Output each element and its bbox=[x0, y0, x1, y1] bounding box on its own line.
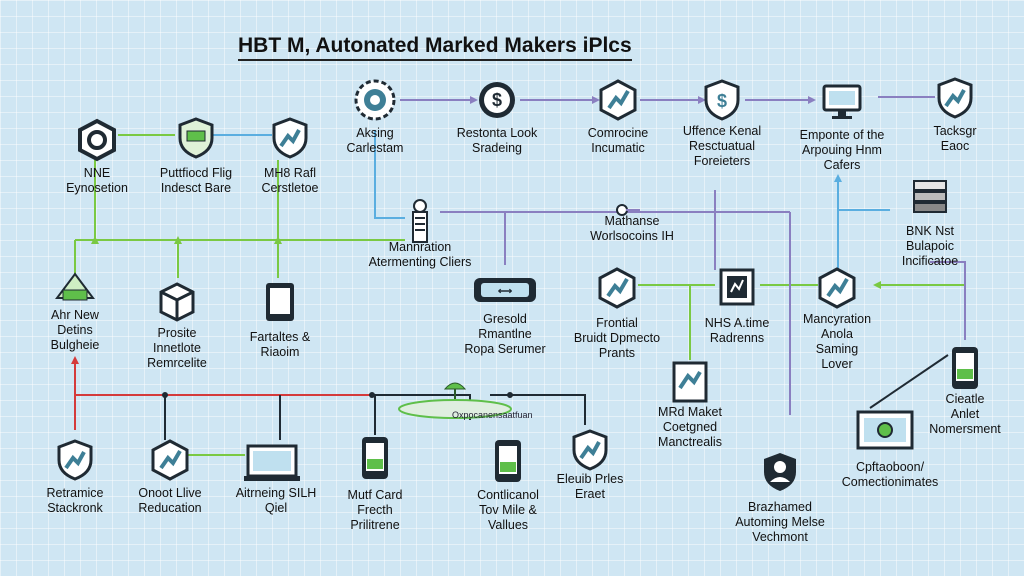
cube-icon bbox=[155, 280, 199, 331]
arrowhead bbox=[834, 174, 842, 182]
svg-text:⟷: ⟷ bbox=[498, 286, 513, 297]
shield-chart-icon bbox=[53, 438, 97, 489]
node-label-gresold: Gresold Rmantlne Ropa Serumer bbox=[464, 312, 546, 356]
arrowhead bbox=[698, 96, 706, 104]
shield-green-icon bbox=[174, 116, 218, 167]
node-label-eleuib: Eleuib Prles Eraet bbox=[556, 472, 624, 501]
shield-chart-icon bbox=[568, 428, 612, 479]
phone-icon bbox=[486, 438, 530, 489]
node-label-aksing: Aksing Carlestam bbox=[346, 126, 404, 155]
router-icon: ⟷ bbox=[471, 268, 539, 319]
gear-badge-icon bbox=[353, 78, 397, 129]
tablet-icon bbox=[258, 280, 302, 331]
junction-dot bbox=[369, 392, 375, 398]
phone-icon bbox=[353, 435, 397, 486]
node-label-comrocine: Comrocine Incumatic bbox=[587, 126, 649, 155]
node-label-contlicanol: Contlicanol Tov Mile & Vallues bbox=[477, 488, 539, 532]
arrowhead bbox=[174, 236, 182, 244]
red-loop bbox=[74, 394, 385, 430]
server-stack-icon bbox=[908, 175, 952, 226]
arrowhead bbox=[274, 236, 282, 244]
arrowhead bbox=[470, 96, 478, 104]
wire-aksing-mannration bbox=[374, 130, 405, 219]
node-label-puttfiocd: Puttfiocd Flig Indesct Bare bbox=[159, 166, 233, 195]
node-label-cieatle: Cieatle Anlet Nomersment bbox=[929, 392, 1001, 436]
arrowhead bbox=[873, 281, 881, 289]
node-label-restonta: Restonta Look Sradeing bbox=[456, 126, 538, 155]
node-label-onoot: Onoot Llive Reducation bbox=[138, 486, 202, 515]
hexagon-chart-icon bbox=[595, 266, 639, 317]
monitor-icon bbox=[820, 80, 864, 131]
node-label-nhs: NHS A.time Radrenns bbox=[704, 316, 770, 345]
node-label-mrd: MRd Maket Coetgned Manctrealis bbox=[658, 405, 722, 449]
svg-text:$: $ bbox=[492, 90, 502, 110]
wire-cpft-cieatle bbox=[869, 354, 949, 409]
node-label-aitrneing: Aitrneing SILH Qiel bbox=[235, 486, 317, 515]
phone-icon bbox=[943, 345, 987, 396]
cube-green-icon bbox=[53, 268, 97, 319]
node-label-mancyration: Mancyration Anola Saming Lover bbox=[802, 312, 872, 371]
hexagon-chart-icon bbox=[596, 78, 640, 129]
arrowhead bbox=[808, 96, 816, 104]
node-label-frontial: Frontial Bruidt Dpmecto Prants bbox=[573, 316, 661, 360]
arrowhead bbox=[71, 356, 79, 364]
node-label-mathanse: Mathanse Worlsocoins IH bbox=[590, 214, 674, 243]
diagram-title: HBT M, Autonated Marked Makers iPlcs bbox=[238, 34, 632, 61]
node-label-cpftaoboon: Cpftaoboon/ Comectionimates bbox=[841, 460, 939, 489]
link-node-icon bbox=[610, 200, 654, 251]
arrowhead bbox=[91, 236, 99, 244]
dollar-circle-icon: $ bbox=[475, 78, 519, 129]
hub-icon bbox=[398, 382, 512, 419]
node-label-brazhamed: Brazhamed Automing Melse Vechmont bbox=[735, 500, 825, 544]
hexagon-chart-icon bbox=[815, 266, 859, 317]
node-label-bnk: BNK Nst Bulapoic Incificatoe bbox=[901, 224, 959, 268]
node-label-mutf: Mutf Card Frecth Prilitrene bbox=[347, 488, 403, 532]
node-label-tacksgr: Tacksgr Eaoc bbox=[933, 124, 977, 153]
svg-text:$: $ bbox=[717, 91, 727, 111]
hex-ring-icon bbox=[75, 118, 119, 169]
server-tower-icon bbox=[398, 198, 442, 249]
junction-dot bbox=[162, 392, 168, 398]
hub-label: Oxpocanensaatfuan bbox=[452, 410, 533, 420]
laptop-icon bbox=[242, 440, 310, 491]
node-label-mhs: MH8 Rafl Cerstletoe bbox=[261, 166, 319, 195]
shield-chart-icon bbox=[933, 76, 977, 127]
node-label-mannration: Mannration Atermenting Cliers bbox=[368, 240, 472, 269]
junction-dot bbox=[507, 392, 513, 398]
chip-icon bbox=[715, 266, 759, 317]
node-label-prosite: Prosite Innetlote Remrcelite bbox=[147, 326, 207, 370]
dollar-shield-icon: $ bbox=[700, 78, 744, 129]
shield-chart-icon bbox=[268, 116, 312, 167]
hub-node bbox=[395, 375, 515, 420]
node-label-emponte: Emponte of the Arpouing Hnm Cafers bbox=[799, 128, 885, 172]
shield-avatar-icon bbox=[758, 450, 802, 501]
document-icon bbox=[668, 360, 712, 411]
monitor-gear-icon bbox=[856, 408, 924, 459]
hexagon-chart-icon bbox=[148, 438, 192, 489]
arrowhead bbox=[592, 96, 600, 104]
node-label-uffence: Uffence Kenal Resctuatual Foreieters bbox=[682, 124, 762, 168]
node-label-retramice: Retramice Stackronk bbox=[46, 486, 104, 515]
node-label-nne: NNE Eynosetion bbox=[66, 166, 128, 195]
node-label-ahnew: Ahr New Detins Bulgheie bbox=[50, 308, 100, 352]
wire-bnk-cieatle bbox=[930, 261, 966, 340]
node-label-fartaltes: Fartaltes & Riaoim bbox=[249, 330, 311, 359]
wire-hub-right bbox=[490, 394, 586, 425]
